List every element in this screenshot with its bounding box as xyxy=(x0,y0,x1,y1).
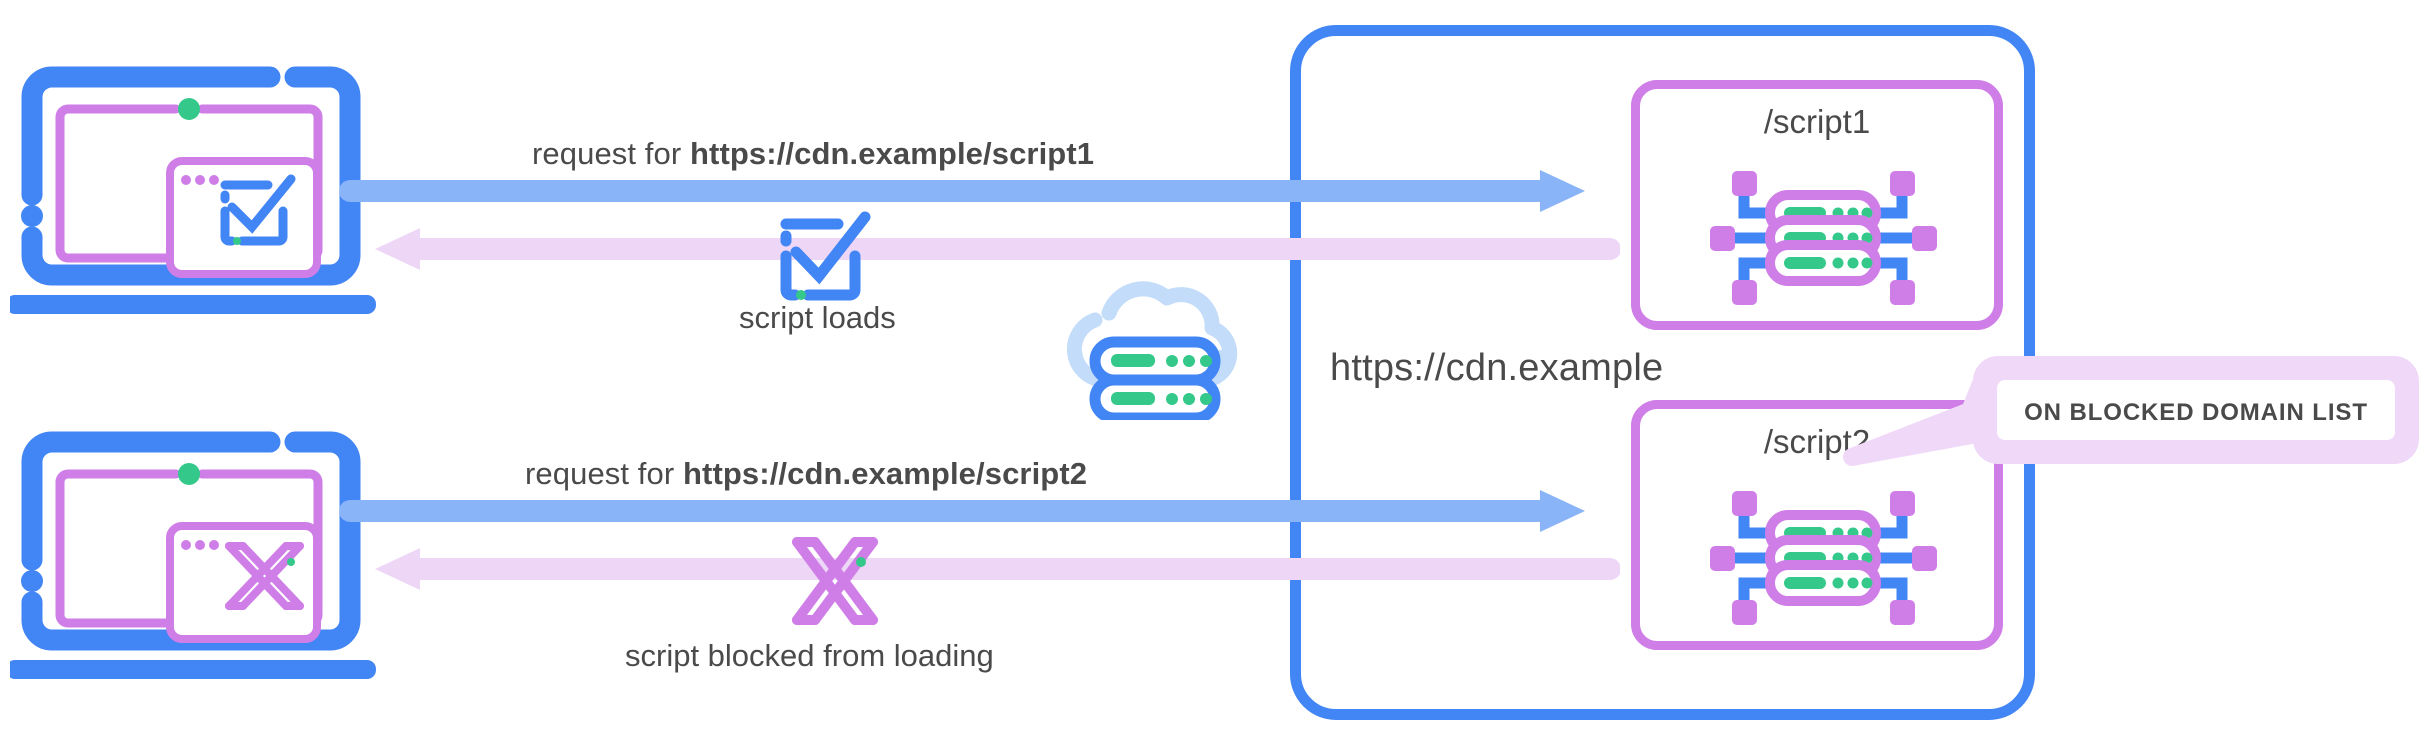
server-rack-icon xyxy=(1708,485,1938,630)
client-laptop-script1 xyxy=(6,55,380,330)
cross-x-icon xyxy=(225,542,304,610)
response-arrow-script1 xyxy=(330,228,1621,270)
status-label-script2: script blocked from loading xyxy=(625,638,994,673)
request-arrow-script1 xyxy=(339,170,1620,212)
request-label-prefix: request for xyxy=(525,456,684,491)
request-label-url: https://cdn.example/script1 xyxy=(690,136,1095,171)
server-rack-icon xyxy=(1708,165,1938,310)
check-box-icon xyxy=(220,174,296,246)
cross-x-icon xyxy=(792,537,878,625)
blocked-domain-callout: ON BLOCKED DOMAIN LIST xyxy=(1830,355,2420,475)
client-laptop-script2 xyxy=(6,420,380,695)
status-label-script1: script loads xyxy=(739,300,896,335)
cloud-server-icon xyxy=(1055,280,1255,424)
request-label-script1: request for https://cdn.example/script1 xyxy=(532,136,1094,172)
request-label-prefix: request for xyxy=(532,136,691,171)
resource-card-script1: /script1 xyxy=(1631,80,2003,330)
response-arrow-script2 xyxy=(330,548,1621,590)
resource-label-script1: /script1 xyxy=(1763,103,1871,140)
check-box-icon xyxy=(780,211,871,301)
request-label-url: https://cdn.example/script2 xyxy=(683,456,1088,491)
request-arrow-script2 xyxy=(339,490,1620,532)
script-loads-icon xyxy=(760,208,890,318)
callout-text: ON BLOCKED DOMAIN LIST xyxy=(2024,399,2368,426)
cdn-domain-label: https://cdn.example xyxy=(1330,347,1664,389)
script-blocked-icon xyxy=(775,528,895,638)
request-label-script2: request for https://cdn.example/script2 xyxy=(525,456,1087,492)
